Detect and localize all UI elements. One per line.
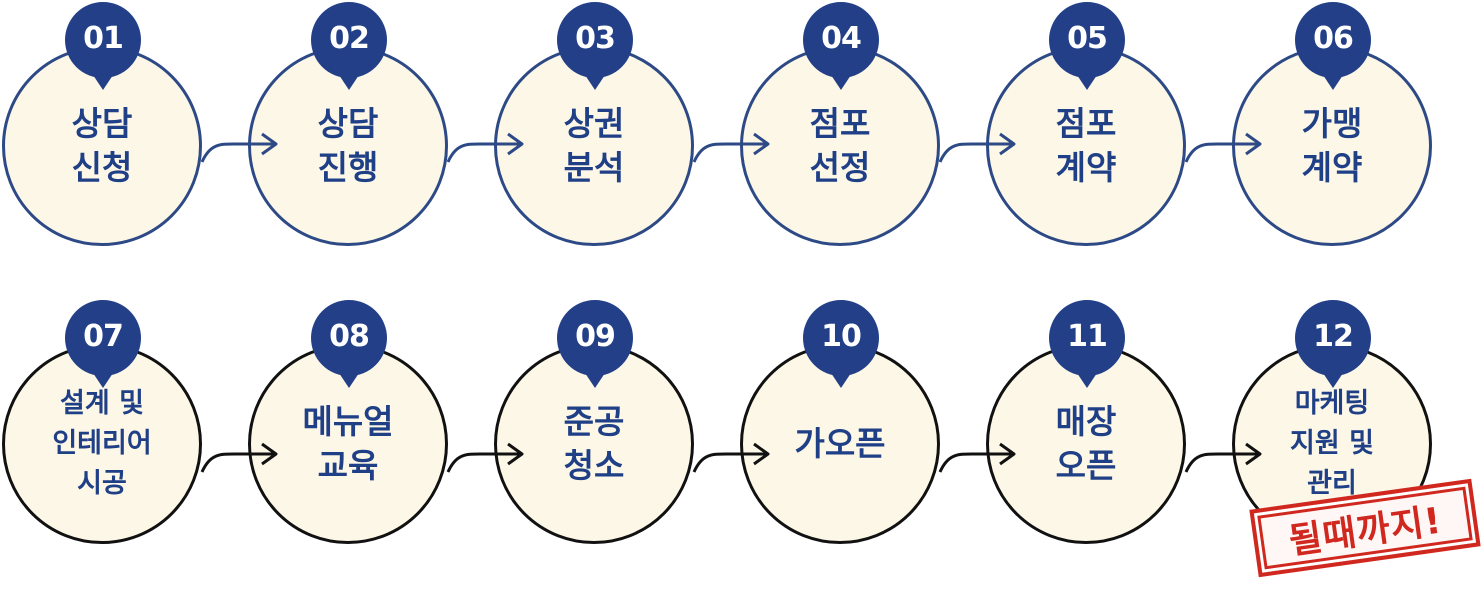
step-label: 상담 진행	[317, 104, 379, 187]
arrow-right-icon	[938, 442, 1016, 473]
step-number-badge: 10	[803, 300, 879, 388]
step-number-badge: 07	[65, 300, 141, 388]
step-02: 상담 진행 02	[246, 2, 456, 246]
arrow-right-icon	[200, 132, 278, 163]
step-10: 가오픈 10	[738, 300, 948, 544]
step-number: 02	[329, 20, 370, 56]
step-number-badge: 09	[557, 300, 633, 388]
step-label: 점포 선정	[809, 104, 871, 187]
step-number: 03	[575, 20, 616, 56]
step-09: 준공 청소 09	[492, 300, 702, 544]
step-label: 점포 계약	[1055, 104, 1117, 187]
step-label: 준공 청소	[563, 402, 625, 485]
arrow-right-icon	[1184, 442, 1262, 473]
step-label: 상권 분석	[563, 104, 625, 187]
step-number-badge: 11	[1049, 300, 1125, 388]
step-number: 07	[83, 318, 124, 354]
step-number: 01	[83, 20, 124, 56]
step-08: 메뉴얼 교육 08	[246, 300, 456, 544]
step-06: 가맹 계약 06	[1230, 2, 1440, 246]
step-number-badge: 08	[311, 300, 387, 388]
step-number: 05	[1067, 20, 1108, 56]
step-number: 06	[1313, 20, 1354, 56]
arrow-right-icon	[446, 132, 524, 163]
step-label: 메뉴얼 교육	[302, 402, 394, 485]
step-04: 점포 선정 04	[738, 2, 948, 246]
step-label: 매장 오픈	[1055, 402, 1117, 485]
step-01: 상담 신청 01	[0, 2, 210, 246]
step-label: 가맹 계약	[1301, 104, 1363, 187]
step-number: 09	[575, 318, 616, 354]
step-label: 마케팅 지원 및 관리	[1290, 388, 1374, 499]
step-number: 10	[821, 318, 862, 354]
step-label: 가오픈	[794, 424, 886, 463]
step-07: 설계 및 인테리어 시공 07	[0, 300, 210, 544]
step-number: 11	[1067, 318, 1108, 354]
arrow-right-icon	[446, 442, 524, 473]
arrow-right-icon	[938, 132, 1016, 163]
arrow-right-icon	[692, 132, 770, 163]
step-circle: 점포 계약	[986, 46, 1186, 246]
step-label: 상담 신청	[71, 104, 133, 187]
stamp-text: 될때까지!	[1286, 500, 1445, 563]
step-number-badge: 02	[311, 2, 387, 90]
step-label: 설계 및 인테리어 시공	[52, 388, 152, 499]
arrow-right-icon	[1184, 132, 1262, 163]
step-number: 12	[1313, 318, 1354, 354]
step-11: 매장 오픈 11	[984, 300, 1194, 544]
step-number-badge: 06	[1295, 2, 1371, 90]
step-number-badge: 05	[1049, 2, 1125, 90]
arrow-right-icon	[200, 442, 278, 473]
arrow-right-icon	[692, 442, 770, 473]
step-number-badge: 12	[1295, 300, 1371, 388]
step-05: 점포 계약 05	[984, 2, 1194, 246]
step-03: 상권 분석 03	[492, 2, 702, 246]
step-number-badge: 03	[557, 2, 633, 90]
step-number: 08	[329, 318, 370, 354]
step-number-badge: 01	[65, 2, 141, 90]
step-number: 04	[821, 20, 862, 56]
step-number-badge: 04	[803, 2, 879, 90]
